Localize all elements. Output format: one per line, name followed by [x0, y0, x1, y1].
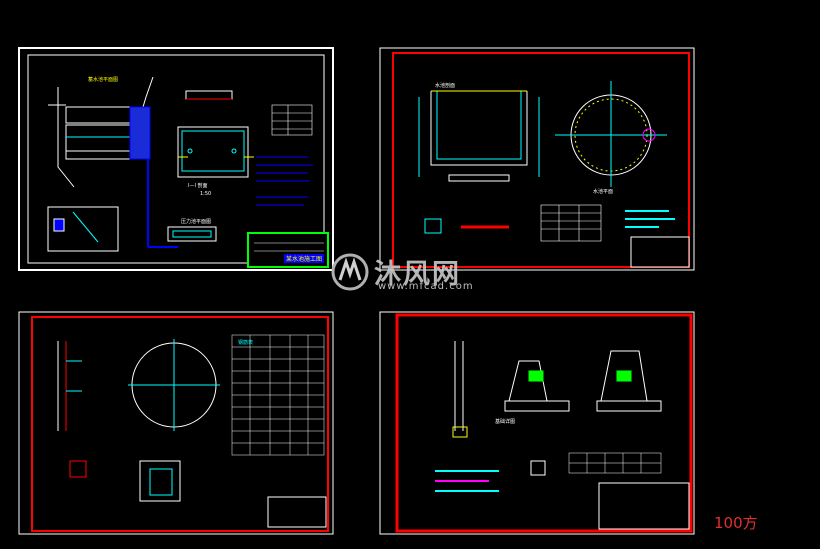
wall-reinforcement-drawing: [57, 341, 82, 431]
mfcad-logo-icon: [331, 253, 369, 291]
drawing-sheet-3[interactable]: 钢筋表: [18, 311, 334, 535]
title-block-label: 某水池施工图: [286, 255, 322, 263]
pipe-title-label: 压力池平面图: [181, 218, 211, 225]
sheet-3-details: [69, 460, 181, 502]
small-detail-box: [530, 460, 546, 476]
sheet-1-inner-frame: [27, 54, 325, 264]
tank-plan-drawing: [555, 81, 667, 187]
notes-text: [256, 156, 313, 206]
sheet-2-title-block: [630, 236, 690, 268]
detail-drawing: [47, 206, 119, 252]
sheet-3-title-block: [267, 496, 327, 528]
notes-table: [271, 104, 313, 136]
drawing-sheet-2[interactable]: 水池剖面 水池平面: [379, 47, 695, 271]
table-label: 钢筋表: [238, 339, 253, 346]
plan-title-label: 蓄水池平面图: [88, 76, 118, 83]
sheet-4-notes: [435, 470, 499, 492]
sheet-2-details: [424, 218, 509, 234]
column-section-drawing: [452, 341, 468, 438]
sheet-4-table: [568, 452, 662, 474]
reservoir-plan-drawing: [48, 76, 178, 248]
foundation-detail-right: [596, 350, 662, 412]
sheet-2-frame: [392, 52, 690, 268]
watermark: 沐风网 www.mfcad.com: [330, 250, 500, 294]
rebar-table: [231, 334, 325, 456]
capacity-caption: 100方: [714, 514, 758, 532]
watermark-url: www.mfcad.com: [378, 281, 474, 292]
sheet-2-notes: [625, 210, 675, 228]
sheet-3-frame: [31, 316, 329, 532]
section-title-label: I—I 剖面: [188, 182, 208, 189]
sheet-1-title-block: [247, 232, 329, 268]
drawing-sheet-1[interactable]: 蓄水池平面图 I—I 剖面 1:50 压力池平面图: [18, 47, 334, 271]
section-drawing: [167, 90, 254, 242]
sheet-2-table: [540, 204, 602, 242]
scale-label: 1:50: [200, 191, 211, 197]
drawing-sheet-4[interactable]: 基础详图: [379, 311, 695, 535]
watermark-brand: 沐风网: [374, 259, 461, 290]
sheet-4-title-block: [598, 482, 690, 530]
section-label: 水池剖面: [435, 82, 455, 89]
foundation-detail-left: [504, 360, 570, 412]
sheet-4-frame: [395, 313, 693, 533]
slab-plan-drawing: [128, 339, 220, 431]
plan-label: 水池平面: [593, 188, 613, 195]
detail-label: 基础详图: [495, 418, 515, 425]
tank-section-drawing: [418, 90, 540, 182]
